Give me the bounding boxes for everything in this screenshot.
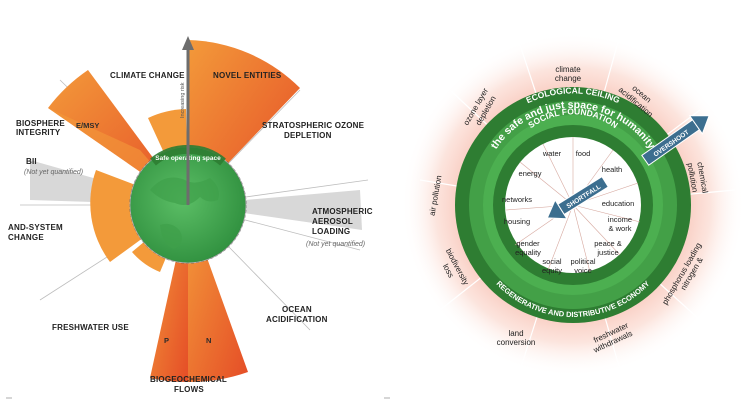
- planetary-boundaries-diagram: Safe operating space Increasing risk CLI…: [8, 36, 373, 394]
- globe-continents: [150, 177, 219, 249]
- label-n: N: [206, 336, 211, 345]
- outer-land-1: land: [508, 329, 523, 338]
- label-novel-entities: NOVEL ENTITIES: [213, 71, 282, 80]
- label-biosphere-1: BIOSPHERE: [16, 119, 65, 128]
- label-land-system-1: AND-SYSTEM: [8, 223, 63, 232]
- inner-water: water: [542, 149, 562, 158]
- label-emsy: E/MSY: [76, 121, 99, 130]
- label-bii: BII: [26, 157, 37, 166]
- doughnut-economics-diagram: ECOLOGICAL CEILING the safe and just spa…: [401, 33, 745, 377]
- label-bgc-2: FLOWS: [174, 385, 204, 394]
- label-ocean-1: OCEAN: [282, 305, 312, 314]
- outer-land-2: conversion: [497, 338, 536, 347]
- label-aerosol-3: LOADING: [312, 227, 350, 236]
- inner-gender-2: equality: [515, 248, 541, 257]
- risk-axis-label: Increasing risk: [180, 82, 186, 118]
- inner-political-2: voice: [574, 266, 592, 275]
- inner-peace-1: peace &: [594, 239, 622, 248]
- outer-climate-2: change: [555, 74, 582, 83]
- inner-social-2: equity: [542, 266, 562, 275]
- label-ocean-2: ACIDIFICATION: [266, 315, 328, 324]
- inner-social-1: social: [542, 257, 562, 266]
- label-bii-note: (Not yet quantified): [24, 169, 83, 176]
- label-aerosol-1: ATMOSPHERIC: [312, 207, 373, 216]
- label-climate-change: CLIMATE CHANGE: [110, 71, 185, 80]
- inner-income-2: & work: [609, 224, 632, 233]
- inner-energy: energy: [519, 169, 542, 178]
- label-stratospheric-2: DEPLETION: [284, 131, 332, 140]
- label-freshwater: FRESHWATER USE: [52, 323, 129, 332]
- inner-networks: networks: [502, 195, 532, 204]
- inner-gender-1: gender: [516, 239, 540, 248]
- aerosol-wedge: [188, 190, 362, 230]
- inner-political-1: political: [570, 257, 595, 266]
- label-p: P: [164, 336, 169, 345]
- label-aerosol-note: (Not yet quantified): [306, 241, 365, 248]
- inner-food: food: [576, 149, 591, 158]
- inner-housing: housing: [504, 217, 530, 226]
- inner-income-1: income: [608, 215, 632, 224]
- inner-peace-2: justice: [596, 248, 618, 257]
- label-aerosol-2: AEROSOL: [312, 217, 353, 226]
- label-biosphere-2: INTEGRITY: [16, 128, 61, 137]
- inner-education: education: [602, 199, 635, 208]
- risk-arrow-head: [182, 36, 194, 50]
- outer-climate-1: climate: [555, 65, 581, 74]
- label-land-system-2: CHANGE: [8, 233, 44, 242]
- label-stratospheric-1: STRATOSPHERIC OZONE: [262, 121, 365, 130]
- label-bgc-1: BIOGEOCHEMICAL: [150, 375, 227, 384]
- inner-health: health: [602, 165, 622, 174]
